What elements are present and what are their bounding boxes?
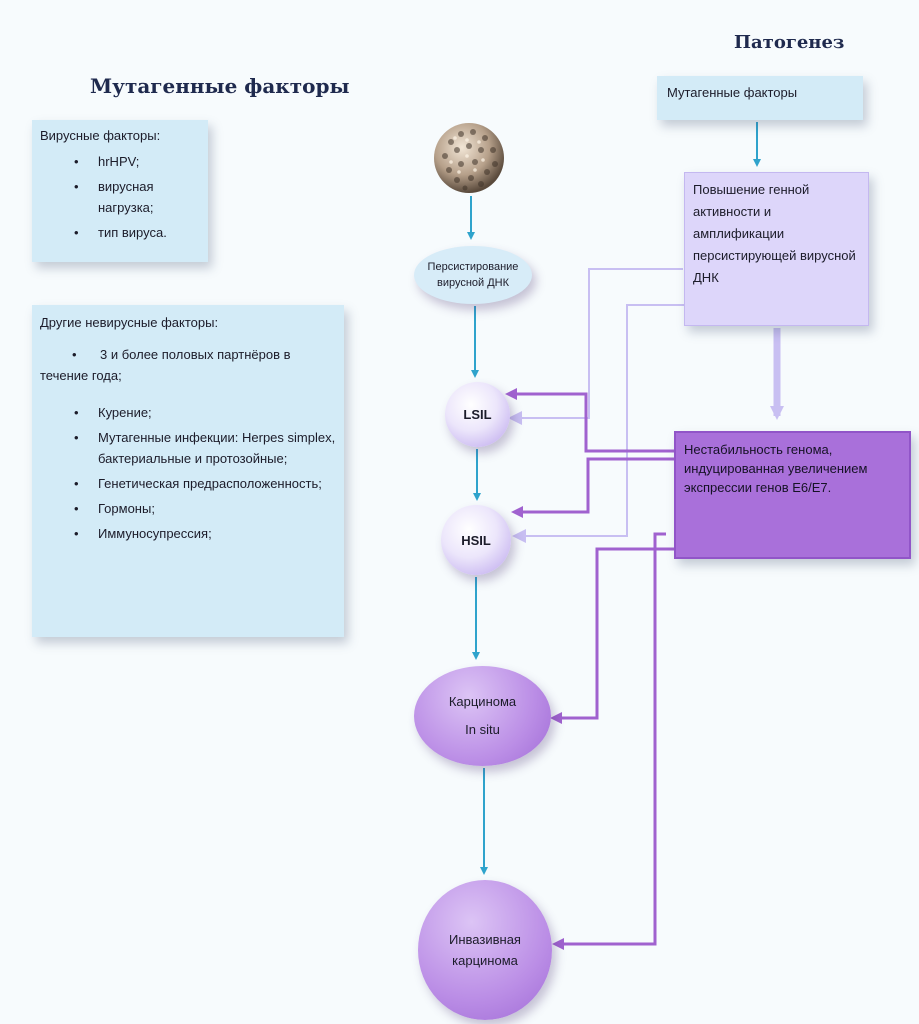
- nonviral-factors-title: Другие невирусные факторы:: [40, 315, 219, 330]
- list-item: hrHPV;: [40, 151, 200, 172]
- list-item: Генетическая предрасположенность;: [40, 473, 336, 494]
- cis-label-line1: Карцинома: [448, 694, 517, 709]
- persistence-node: Персистирование вирусной ДНК: [414, 246, 532, 304]
- partners-text-tail: течение года;: [40, 368, 122, 383]
- cis-label-line2: In situ: [465, 722, 500, 737]
- lsil-label: LSIL: [463, 407, 492, 422]
- list-item: тип вируса.: [40, 222, 200, 243]
- list-item: Мутагенные инфекции: Herpes simplex, бак…: [40, 427, 336, 469]
- line-instab-to-cis: [550, 547, 674, 724]
- line-instab-to-invasive: [552, 532, 666, 950]
- lsil-node: LSIL: [445, 382, 510, 447]
- gene-activity-box: Повышение генной активности и амплификац…: [684, 172, 869, 326]
- hsil-node: HSIL: [441, 505, 511, 575]
- hsil-label: HSIL: [461, 532, 491, 548]
- list-item: вирусная нагрузка;: [40, 176, 200, 218]
- invasive-carcinoma-node: Инвазивная карцинома: [418, 880, 552, 1020]
- gene-activity-label: Повышение генной активности и амплификац…: [693, 182, 856, 285]
- pathogenesis-title: Патогенез: [734, 32, 845, 53]
- persistence-label: Персистирование вирусной ДНК: [427, 261, 519, 289]
- nonviral-factors-box: Другие невирусные факторы: 3 и более пол…: [32, 305, 344, 637]
- list-item: 3 и более половых партнёров в течение го…: [40, 344, 336, 386]
- mutagen-factors-box: Мутагенные факторы: [657, 76, 863, 120]
- viral-factors-box: Вирусные факторы: hrHPV; вирусная нагруз…: [32, 120, 208, 262]
- main-title: Мутагенные факторы: [90, 74, 350, 98]
- line-gene-to-lsil: [508, 268, 683, 425]
- partners-text: 3 и более половых партнёров в: [100, 347, 291, 362]
- genome-instability-box: Нестабильность генома, индуцированная ув…: [674, 431, 911, 559]
- genome-instability-label: Нестабильность генома, индуцированная ув…: [684, 442, 868, 495]
- mutagen-factors-label: Мутагенные факторы: [667, 85, 798, 100]
- invasive-label: Инвазивная карцинома: [449, 932, 521, 968]
- line-gene-to-hsil: [512, 304, 684, 543]
- carcinoma-in-situ-node: Карцинома In situ: [414, 666, 551, 766]
- list-item: Иммуносупрессия;: [40, 523, 336, 544]
- line-instab-to-hsil: [511, 457, 674, 518]
- viral-factors-list: hrHPV; вирусная нагрузка; тип вируса.: [40, 151, 200, 243]
- list-item: Курение;: [40, 402, 336, 423]
- nonviral-factors-list: Курение; Мутагенные инфекции: Herpes sim…: [40, 402, 336, 544]
- line-instab-to-lsil: [505, 388, 674, 453]
- virus-particle-image: [434, 123, 504, 193]
- list-item: Гормоны;: [40, 498, 336, 519]
- viral-factors-title: Вирусные факторы:: [40, 128, 161, 143]
